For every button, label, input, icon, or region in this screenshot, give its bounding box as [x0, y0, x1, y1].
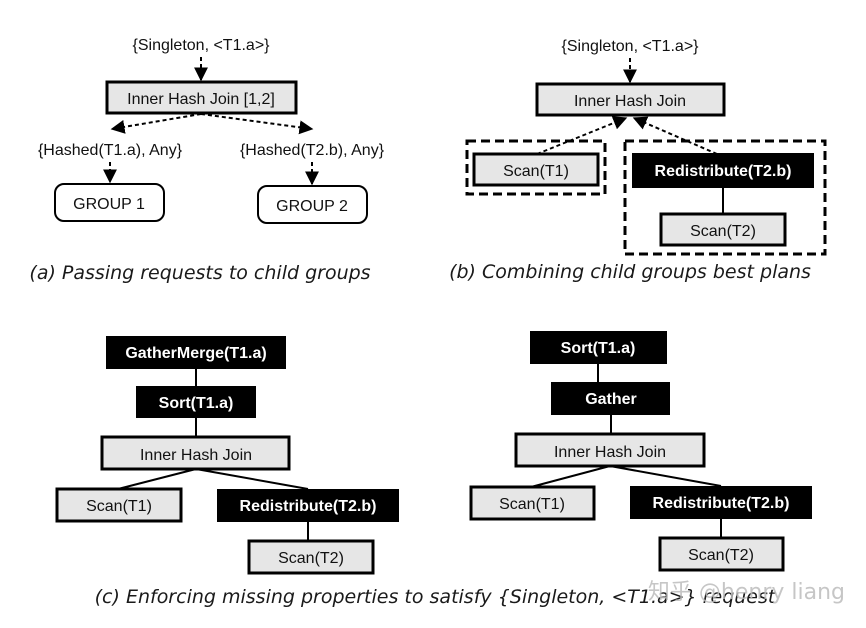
panel-c-left-edge-4 — [195, 468, 309, 490]
panel-c-left-join-label: Inner Hash Join — [140, 447, 252, 464]
panel-c-left-redistribute-label: Redistribute(T2.b) — [240, 498, 377, 515]
panel-c-left-scan1-node — [55, 487, 183, 523]
watermark: 知乎 @henry liang — [648, 580, 845, 605]
panel-a-group1-label: GROUP 1 — [73, 196, 145, 213]
panel-b-redistribute-label: Redistribute(T2.b) — [655, 163, 792, 180]
panel-a-left-request: {Hashed(T1.a), Any} — [38, 142, 183, 159]
panel-c-left-redistribute-node — [217, 489, 399, 522]
panel-c-left-gathermerge-label: GatherMerge(T1.a) — [125, 345, 266, 362]
panel-a-group2-label: GROUP 2 — [276, 198, 348, 215]
panel-c-right: Sort(T1.a) Gather Inner Hash Join Scan(T… — [469, 331, 812, 572]
panel-b-left-arrow — [536, 116, 628, 155]
panel-b-request-label: {Singleton, <T1.a>} — [562, 38, 700, 55]
panel-c-right-gather-node — [551, 382, 670, 415]
panel-a-group2-node — [257, 185, 368, 224]
panel-c-right-redistribute-label: Redistribute(T2.b) — [653, 495, 790, 512]
panel-c-right-join-label: Inner Hash Join — [554, 444, 666, 461]
panel-c-right-sort-label: Sort(T1.a) — [561, 340, 636, 357]
panel-a-join-label: Inner Hash Join [1,2] — [127, 91, 275, 108]
panel-a-request-label: {Singleton, <T1.a>} — [133, 37, 271, 54]
panel-b-join-label: Inner Hash Join — [574, 93, 686, 110]
panel-c-right-scan2-node — [658, 536, 785, 572]
panel-c-left: GatherMerge(T1.a) Sort(T1.a) Inner Hash … — [55, 336, 399, 575]
panel-b-scan1-label: Scan(T1) — [503, 163, 569, 180]
panel-c-left-scan1-label: Scan(T1) — [86, 498, 152, 515]
panel-c-right-sort-node — [530, 331, 667, 364]
panel-c-caption: (c) Enforcing missing properties to sati… — [95, 586, 777, 608]
panel-a: {Singleton, <T1.a>} Inner Hash Join [1,2… — [29, 37, 384, 284]
panel-b-join-node — [535, 82, 726, 117]
panel-c-right-scan1-node — [469, 485, 596, 521]
panel-c-right-join-node — [514, 432, 706, 468]
panel-a-join-node — [105, 80, 298, 115]
panel-c-right-scan2-label: Scan(T2) — [688, 547, 754, 564]
panel-b-group2-boundary — [623, 139, 827, 256]
panel-b-redistribute-node — [632, 153, 814, 188]
panel-c-left-scan2-label: Scan(T2) — [278, 550, 344, 567]
panel-a-caption: (a) Passing requests to child groups — [29, 262, 370, 284]
panel-c-left-scan2-node — [247, 539, 375, 575]
panel-b: {Singleton, <T1.a>} Inner Hash Join Scan… — [449, 38, 827, 283]
panel-b-right-arrow — [632, 116, 718, 155]
panel-c-left-sort-node — [136, 386, 256, 418]
panel-b-group1-boundary — [465, 139, 607, 196]
panel-a-right-request: {Hashed(T2.b), Any} — [240, 142, 385, 159]
panel-c-left-sort-label: Sort(T1.a) — [159, 395, 234, 412]
panel-c-right-redistribute-node — [630, 486, 812, 519]
panel-c-right-scan1-label: Scan(T1) — [499, 496, 565, 513]
panel-c-right-edge-4 — [609, 465, 722, 487]
panel-a-left-arrow — [110, 113, 202, 134]
panel-c-left-gathermerge-node — [106, 336, 286, 369]
panel-b-scan2-node — [659, 212, 787, 247]
panel-a-right-arrow — [200, 113, 314, 135]
panel-c-right-edge-3 — [530, 465, 611, 488]
panel-c-right-gather-label: Gather — [585, 391, 637, 408]
panel-a-group1-node — [54, 183, 165, 222]
panel-b-scan1-node — [472, 152, 600, 187]
panel-b-caption: (b) Combining child groups best plans — [449, 261, 811, 283]
panel-c-left-edge-3 — [117, 468, 197, 490]
panel-b-scan2-label: Scan(T2) — [690, 223, 756, 240]
